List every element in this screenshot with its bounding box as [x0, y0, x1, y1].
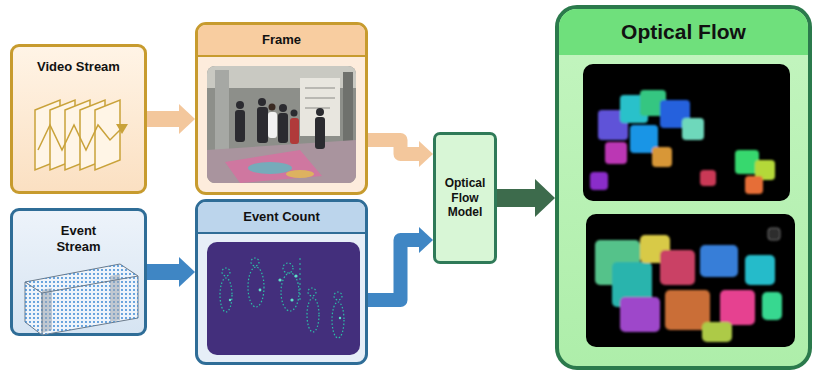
arrow-head	[419, 227, 433, 253]
flow-arrow	[497, 179, 555, 217]
input-box: Event Stream	[10, 208, 147, 336]
flow-arrow	[147, 257, 195, 287]
process-box: Optical Flow Model	[433, 132, 497, 264]
frame-photo	[207, 66, 356, 183]
flow-arrow	[147, 104, 195, 134]
node-label: Event Stream	[39, 223, 119, 254]
node-label: Event Count	[243, 209, 320, 225]
flow-arrow	[368, 140, 433, 167]
arrow-shaft	[497, 189, 536, 207]
header-band: Frame	[198, 25, 365, 57]
optical-flow-image	[583, 64, 790, 201]
arrow-head	[535, 179, 555, 217]
image-panel: Frame	[195, 22, 368, 195]
event-count-image	[207, 242, 360, 355]
header-band: Optical Flow	[559, 9, 808, 55]
video-frames-icon	[35, 100, 128, 170]
arrow-shaft	[147, 111, 180, 127]
image-panel: Event Count	[195, 199, 368, 365]
node-label: Optical Flow Model	[439, 176, 491, 219]
output-panel: Optical Flow	[555, 5, 812, 370]
node-label: Optical Flow	[621, 19, 746, 44]
optical-flow-image	[586, 214, 795, 347]
node-label: Video Stream	[34, 59, 124, 75]
arrow-head	[179, 257, 195, 287]
flow-arrow	[368, 227, 433, 300]
arrow-shaft	[368, 140, 420, 154]
header-band: Event Count	[198, 202, 365, 234]
event-point-cloud	[25, 264, 138, 335]
input-box: Video Stream	[10, 44, 147, 194]
arrow-head	[419, 141, 433, 167]
arrow-head	[179, 104, 195, 134]
node-label: Frame	[262, 32, 301, 48]
arrow-shaft	[147, 264, 180, 280]
arrow-shaft	[368, 240, 420, 300]
